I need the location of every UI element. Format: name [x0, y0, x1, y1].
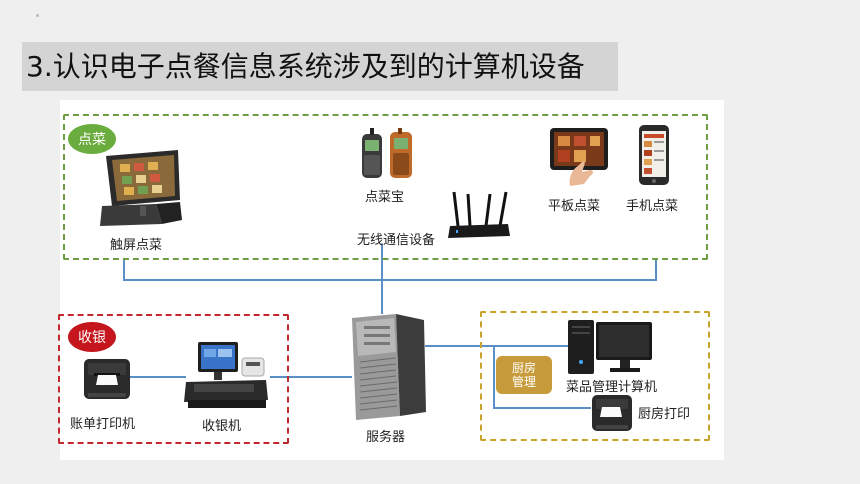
- smartphone-icon: [639, 125, 669, 185]
- wire-server-kitchen: [425, 345, 568, 347]
- wire-order-to-server: [381, 244, 383, 314]
- receipt-printer-icon: [84, 359, 130, 399]
- handheld-terminal-icon: [362, 128, 412, 178]
- kitchen-zone: [480, 311, 710, 441]
- order-zone: [63, 114, 708, 260]
- wire-printer-register: [130, 376, 186, 378]
- tablet-icon: [550, 128, 608, 186]
- phone-label: 手机点菜: [626, 199, 679, 214]
- order-handset-label: 点菜宝: [365, 190, 405, 205]
- kitchen-badge-line2: 管理: [511, 375, 536, 389]
- wireless-label: 无线通信设备: [357, 233, 436, 248]
- kitchen-badge-line1: 厨房: [511, 361, 536, 375]
- server-label: 服务器: [366, 430, 406, 445]
- kitchen-printer-label: 厨房打印: [638, 407, 691, 422]
- touch-pos-icon: [100, 150, 182, 226]
- wire-register-server: [270, 376, 352, 378]
- server-icon: [352, 314, 426, 420]
- cash-register-label: 收银机: [202, 419, 242, 434]
- title-bar: [22, 42, 618, 91]
- router-icon: [448, 191, 510, 238]
- tablet-label: 平板点菜: [548, 199, 601, 214]
- touch-pos-label: 触屏点菜: [110, 238, 163, 253]
- wire-kitchen-vertical: [493, 345, 495, 409]
- desktop-computer-icon: [568, 320, 652, 374]
- cash-register-icon: [184, 342, 268, 408]
- wire-order-left: [123, 258, 125, 280]
- wire-kitchen-printer: [493, 407, 591, 409]
- bill-printer-label: 账单打印机: [70, 417, 136, 432]
- decorative-dot: [36, 14, 39, 17]
- kitchen-badge: 厨房 管理: [496, 356, 552, 394]
- slide-title: 3.认识电子点餐信息系统涉及到的计算机设备: [26, 50, 585, 83]
- kitchen-computer-label: 菜品管理计算机: [566, 380, 658, 395]
- cashier-zone: [58, 314, 289, 444]
- kitchen-printer-icon: [592, 395, 632, 431]
- wire-order-bus: [123, 279, 657, 281]
- wire-order-right: [655, 258, 657, 280]
- cashier-badge: 收银: [68, 322, 116, 352]
- order-badge: 点菜: [68, 124, 116, 154]
